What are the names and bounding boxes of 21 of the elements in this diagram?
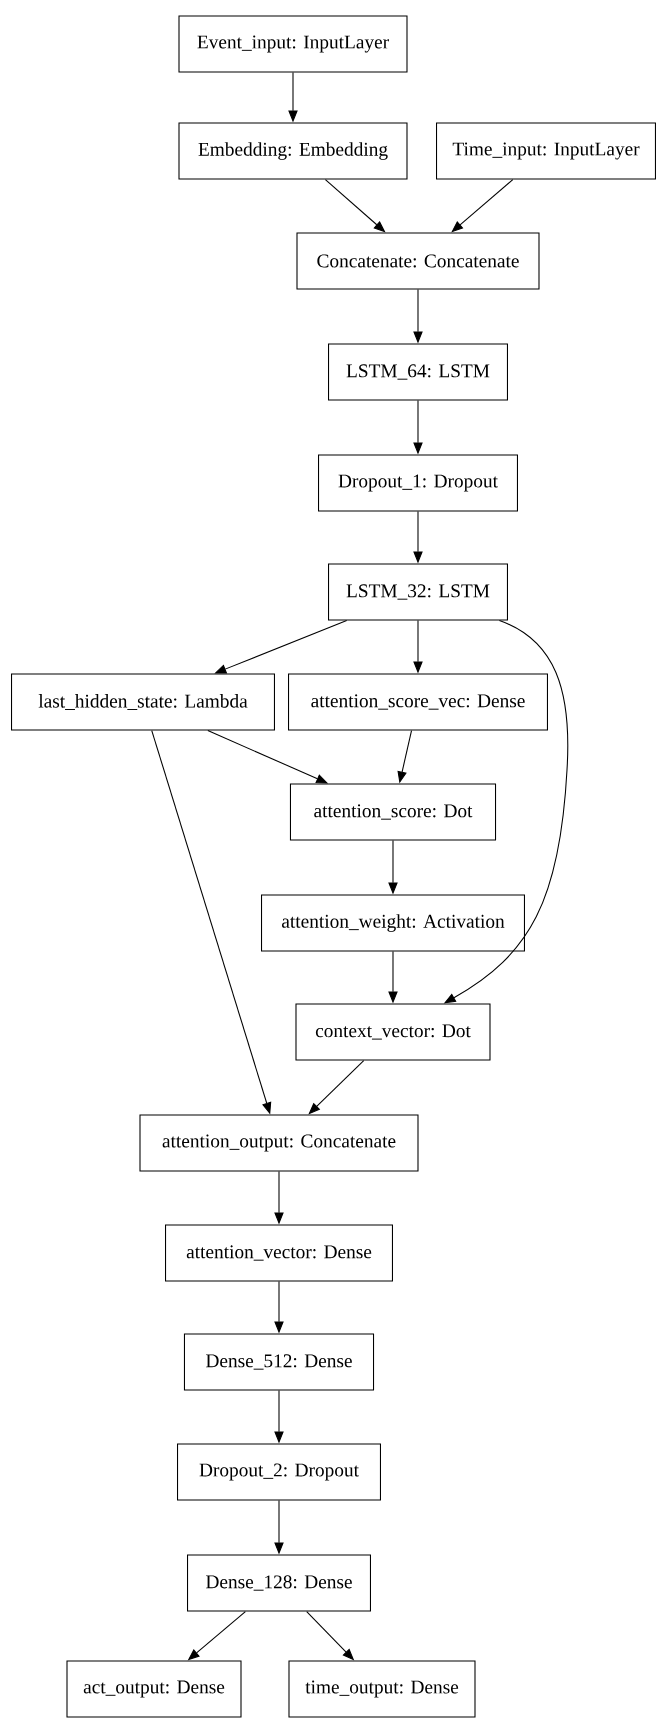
arrow <box>451 179 514 233</box>
layer-box: Dense_128: Dense <box>187 1554 371 1612</box>
layer-box: LSTM_64: LSTM <box>328 343 508 401</box>
layer-box: act_output: Dense <box>66 1660 242 1718</box>
layer-box: Embedding: Embedding <box>178 122 408 180</box>
layer-box: LSTM_32: LSTM <box>328 563 508 621</box>
layer-box: attention_output: Concatenate <box>139 1114 419 1172</box>
layer-box: Event_input: InputLayer <box>178 15 408 73</box>
layer-box: attention_weight: Activation <box>261 894 525 952</box>
layer-box: Time_input: InputLayer <box>436 122 656 180</box>
layer-box: Dropout_1: Dropout <box>318 454 518 512</box>
layer-box: last_hidden_state: Lambda <box>11 673 275 731</box>
layer-box: Dropout_2: Dropout <box>177 1443 381 1501</box>
layer-box: attention_score: Dot <box>289 783 497 841</box>
arrow <box>324 179 386 233</box>
layer-box: Dense_512: Dense <box>183 1333 375 1391</box>
layer-box: context_vector: Dot <box>295 1003 491 1061</box>
layer-box: attention_vector: Dense <box>165 1224 393 1282</box>
layer-box: time_output: Dense <box>288 1660 476 1718</box>
layer-box: Concatenate: Concatenate <box>296 232 540 290</box>
layer-box: attention_score_vec: Dense <box>288 673 548 731</box>
